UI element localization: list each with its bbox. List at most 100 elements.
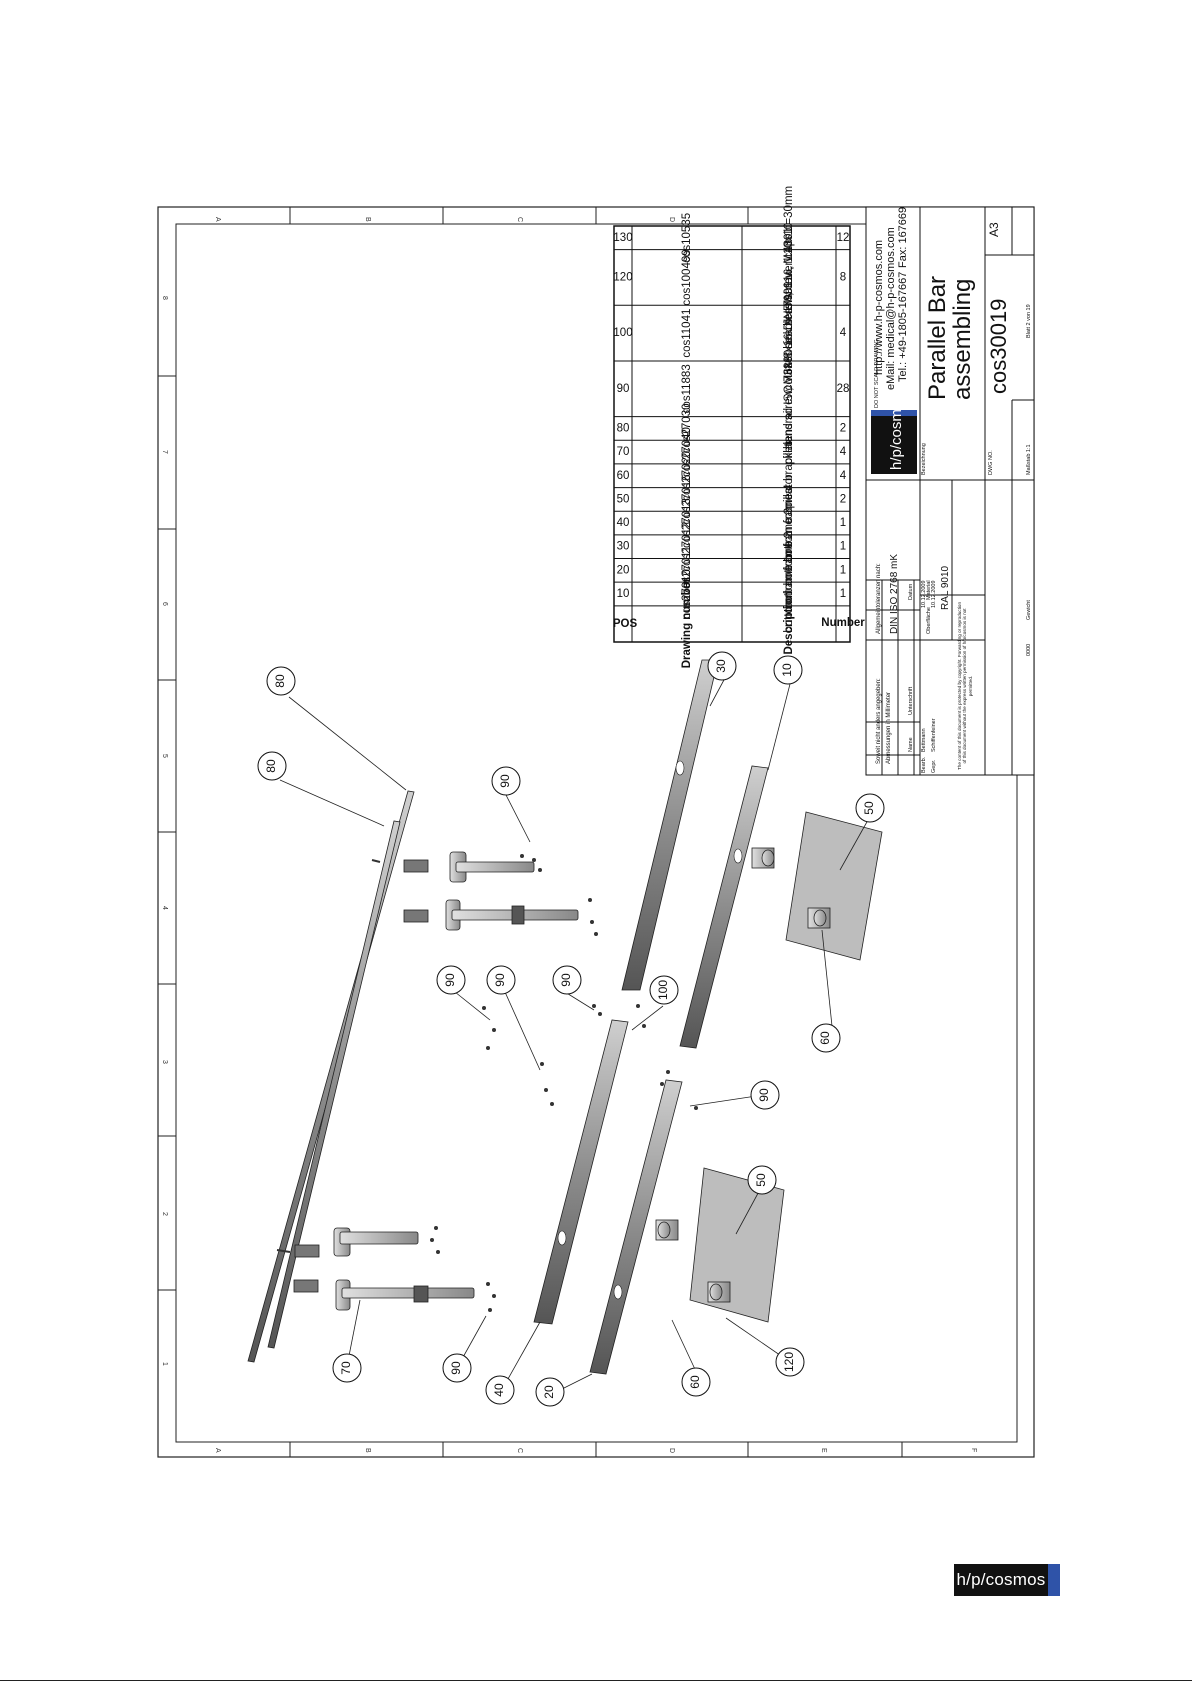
balloon: [707, 651, 737, 681]
balloon: [535, 1377, 565, 1407]
sig-row1-role: Bearb.: [921, 756, 927, 773]
bom-cell-drawing: cos100499: [681, 249, 693, 305]
drawing-number: cos30019: [986, 299, 1011, 394]
zone-letter-d: D: [668, 217, 675, 222]
bom-cell-description: lens screw, M6x30: [783, 350, 795, 445]
bom-header-drawing: Drawing number: [681, 577, 693, 668]
balloon-label: 50: [862, 801, 876, 815]
zone-letter-c: C: [516, 217, 523, 222]
zone-number-3: 3: [161, 1060, 168, 1064]
balloon: [811, 1023, 841, 1053]
bom-cell-drawing: cos11041: [681, 309, 693, 358]
bom-cell-description: bottom frame 3: [783, 508, 795, 585]
material-label: Material: [926, 580, 932, 600]
zone-number-5: 5: [161, 754, 168, 758]
bom-cell-drawing: cos27020: [681, 451, 693, 501]
balloon: [855, 793, 885, 823]
drawing-title-line2: assembling: [949, 279, 976, 400]
bom-cell-number: 1: [840, 541, 846, 553]
company-email: eMail: medical@h-p-cosmos.com: [885, 227, 897, 390]
footer-logo-text: h/p/cosmos: [956, 1570, 1046, 1589]
balloon: [773, 655, 803, 685]
balloon: [681, 1367, 711, 1397]
pillar-group-bottom: [293, 1227, 475, 1311]
bezeichnung-label: Bezeichnung: [921, 443, 927, 475]
zone-letter-b-bottom: B: [364, 1448, 371, 1453]
sheet-size: A3: [987, 222, 1001, 237]
balloon: [257, 751, 287, 781]
balloon: [436, 965, 466, 995]
balloon-label: 60: [818, 1031, 832, 1045]
bom-cell-pos: 30: [617, 541, 630, 553]
screws: [430, 854, 698, 1312]
zone-number-2: 2: [161, 1212, 168, 1216]
balloon-label: 90: [757, 1088, 771, 1102]
bom-cell-description: connector: [783, 474, 795, 525]
zone-number-6: 6: [161, 602, 168, 606]
surface-label: Oberfläche: [926, 607, 932, 634]
balloon-label: 40: [492, 1383, 506, 1397]
balloon-label: 20: [542, 1385, 556, 1399]
balloon-label: 10: [780, 663, 794, 677]
bom-cell-drawing: cos27030: [681, 403, 693, 453]
bom-cell-description: bottom frame 2: [783, 532, 795, 609]
balloon-label: 80: [264, 759, 278, 773]
bom-cell-description: DIN 916, 1.4301: [783, 227, 795, 311]
bom-cell-drawing: cos27040: [681, 427, 693, 477]
sig-row2-name: Schiffenfeiner: [931, 718, 937, 752]
bom-cell-description: cover caps d=30mm: [783, 186, 795, 290]
bottom-frame-3: [621, 659, 719, 991]
footer-logo: h/p/cosmos: [954, 1564, 1060, 1596]
bom-cell-description: pillar bracket: [783, 442, 795, 508]
bottom-frame-2: [589, 1079, 683, 1375]
balloon: [486, 965, 516, 995]
unit-note-2: Abmessungen in Millimeter: [886, 692, 892, 764]
bom-header-description: Description: [783, 591, 795, 654]
balloon-label: 90: [443, 973, 457, 987]
bom-header-number: Number: [821, 617, 865, 629]
unit-note-1: Soweit nicht anders angegeben:: [876, 678, 882, 764]
zone-letter-b: B: [364, 217, 371, 222]
zone-letter-d-bottom: D: [668, 1448, 675, 1453]
bom-cell-drawing: cos27016: [681, 474, 693, 524]
balloon-label: 90: [449, 1361, 463, 1375]
sheet-info: Blatt 2 von 19: [1026, 304, 1032, 338]
tolerance-label: Allgemeintoleranzen nach:: [876, 563, 882, 634]
bom-cell-description: pillar: [783, 440, 795, 464]
drawing-title-line1: Parallel Bar: [924, 276, 951, 400]
bom-cell-description: counter sink screw,: [783, 293, 795, 391]
balloon-label: 60: [688, 1375, 702, 1389]
company-web: http://www.h-p-cosmos.com: [873, 240, 885, 375]
sig-row2-date: 10.12.2009: [931, 580, 937, 608]
bom-cell-pos: 50: [617, 493, 630, 505]
balloon-label: 90: [493, 973, 507, 987]
bom-cell-pos: 130: [613, 232, 632, 244]
sig-row1-date: 10.12.2009: [921, 580, 927, 608]
zone-letter-c-bottom: C: [516, 1448, 523, 1453]
bom-cell-pos: 40: [617, 517, 630, 529]
bom-cell-pos: 120: [613, 272, 632, 284]
bom-header-pos: POS: [613, 618, 638, 630]
svg-text:h/p/cosmos: h/p/cosmos: [888, 393, 905, 470]
balloon-label: 90: [498, 774, 512, 788]
zone-number-1: 1: [161, 1362, 168, 1366]
bom-cell-number: 1: [840, 517, 846, 529]
bom-cell-number: 4: [840, 470, 847, 482]
bom-cell-number: 4: [840, 446, 847, 458]
balloon: [491, 766, 521, 796]
dwg-no-label: DWG NO.: [988, 450, 994, 475]
balloon: [266, 666, 296, 696]
balloon-label: 30: [714, 659, 728, 673]
balloon: [747, 1165, 777, 1195]
sig-row2-role: Gepr.: [931, 759, 937, 773]
balloon: [442, 1353, 472, 1383]
bottom-frame-1: [679, 765, 769, 1049]
bom-cell-pos: 70: [617, 446, 630, 458]
title-block-logo: h/p/cosmos: [871, 393, 917, 474]
pillar-brackets: [655, 847, 831, 1303]
balloon: [750, 1080, 780, 1110]
bom-cell-number: 28: [837, 383, 850, 395]
balloon: [775, 1347, 805, 1377]
sig-col-date: Datum: [908, 583, 914, 600]
